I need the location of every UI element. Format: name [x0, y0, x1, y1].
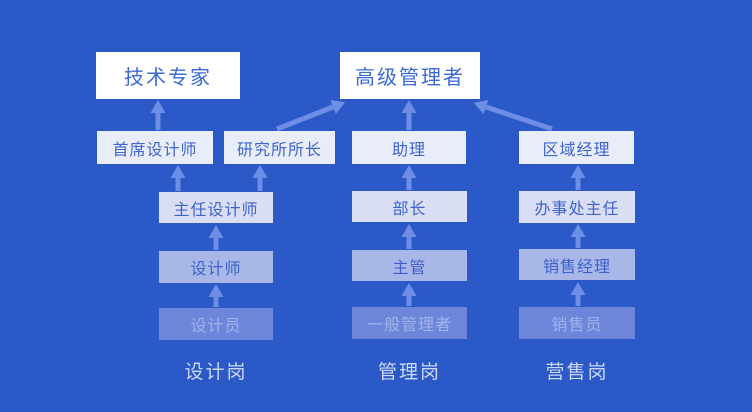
node-supervisor: 主管: [352, 250, 467, 281]
node-office-director: 办事处主任: [519, 191, 635, 223]
column-label-design: 设计岗: [184, 362, 248, 383]
node-general-manager: 一般管理者: [352, 307, 467, 339]
node-assistant: 助理: [352, 131, 466, 164]
node-senior-manager: 高级管理者: [340, 52, 480, 99]
node-chief-designer: 首席设计师: [97, 131, 213, 164]
node-director-designer: 主任设计师: [159, 192, 273, 223]
node-regional-manager: 区域经理: [519, 131, 634, 164]
arrow-institute-director-to-senior-manager: [276, 100, 346, 132]
node-tech-expert: 技术专家: [96, 52, 240, 99]
node-institute-director: 研究所所长: [224, 131, 335, 164]
column-label-sales: 营售岗: [545, 362, 609, 383]
node-department-head: 部长: [352, 191, 467, 222]
node-designer: 设计师: [159, 251, 273, 283]
node-sales-manager: 销售经理: [519, 249, 635, 280]
arrow-regional-manager-to-senior-manager: [473, 99, 553, 132]
node-salesperson: 销售员: [519, 307, 635, 339]
node-design-clerk: 设计员: [159, 308, 273, 340]
column-label-management: 管理岗: [377, 362, 441, 383]
